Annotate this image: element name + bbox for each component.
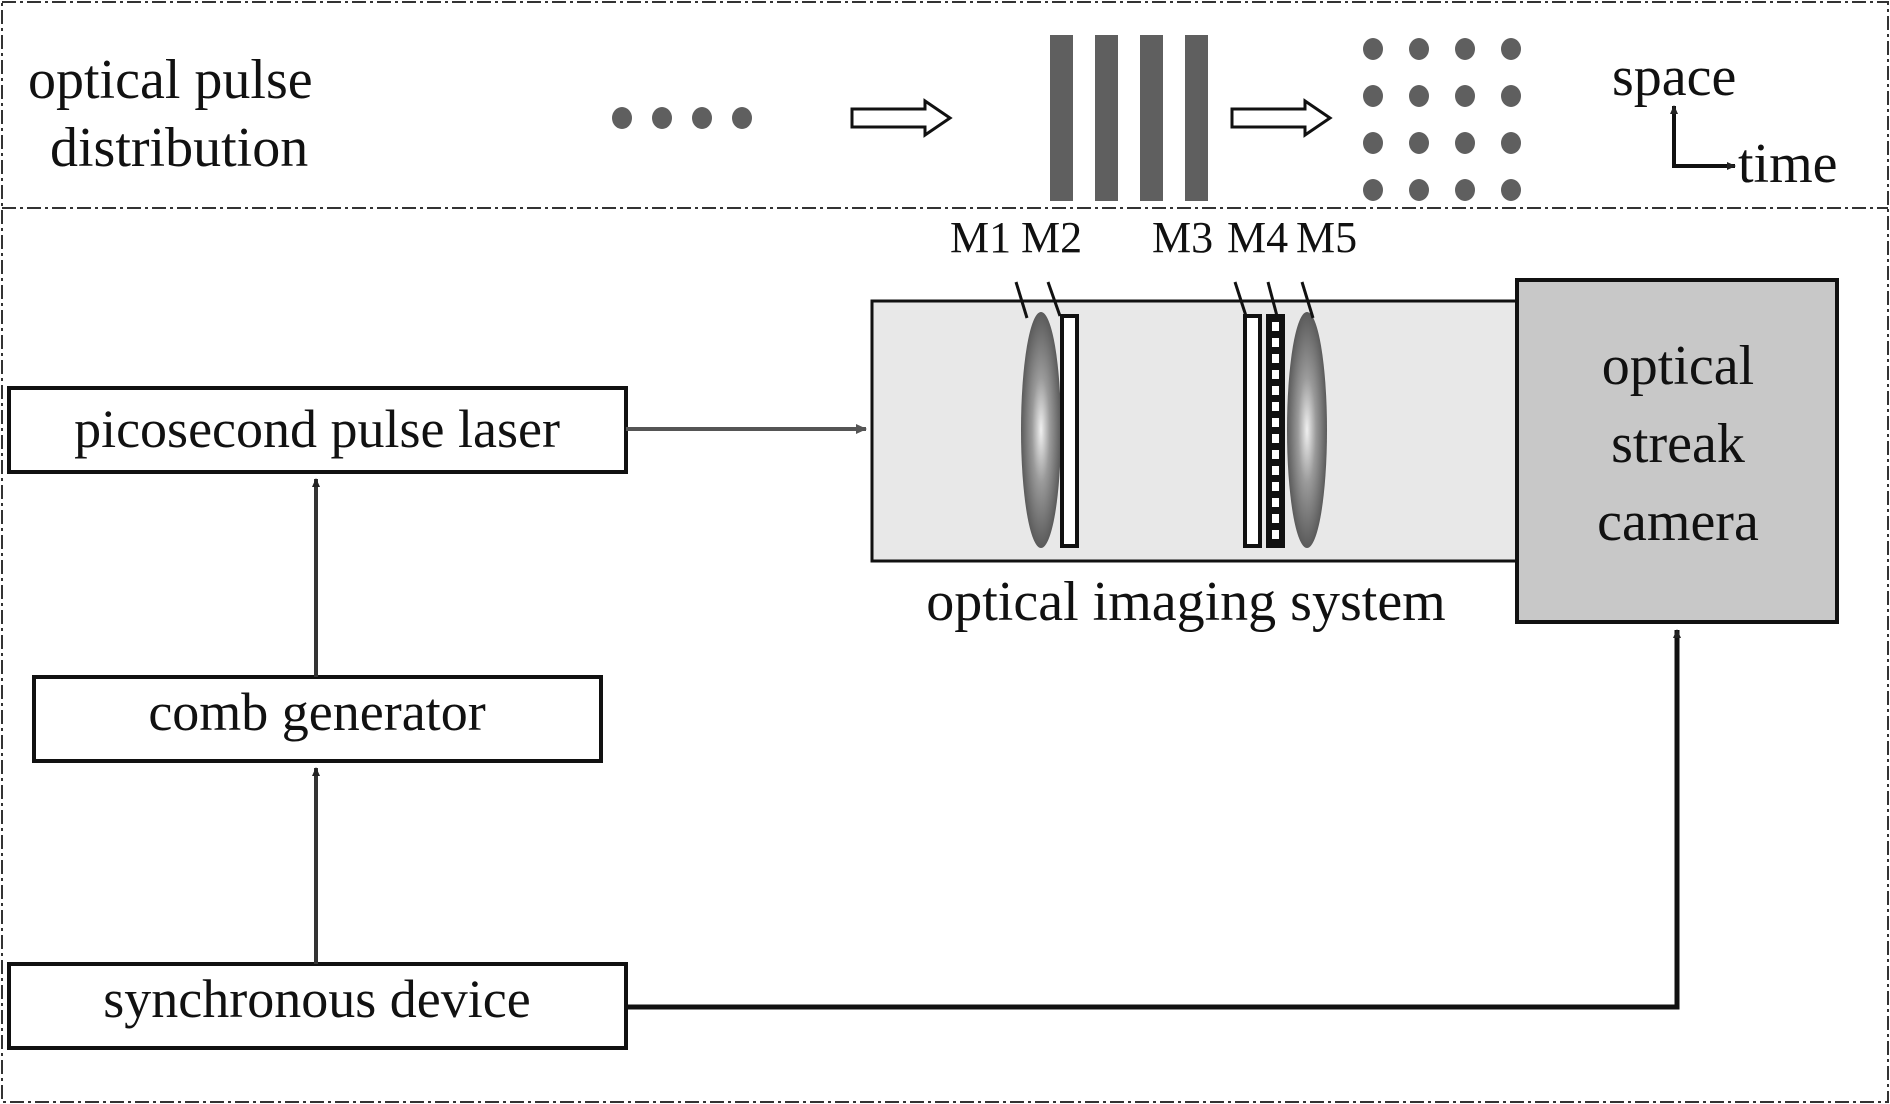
optical-imaging-system[interactable]: M1 M2 M3 M4 M5 optical imaging system — [870, 213, 1520, 633]
leader-m1 — [1014, 281, 1029, 319]
grid-dot — [1455, 85, 1475, 107]
leader-m4 — [1266, 281, 1279, 317]
grid-dot — [1409, 132, 1429, 154]
sync-to-camera-connector — [626, 629, 1681, 1010]
grid-dot — [1363, 132, 1383, 154]
grid-dot — [1501, 179, 1521, 201]
stripe-bar — [1050, 35, 1073, 201]
pulse-dot — [652, 107, 672, 129]
grid-dot — [1409, 85, 1429, 107]
grating-slot — [1272, 466, 1279, 475]
grid-dot — [1501, 132, 1521, 154]
camera-label-line3: camera — [1597, 491, 1759, 553]
camera-label-line2: streak — [1611, 413, 1745, 475]
comb-generator-label: comb generator — [148, 682, 485, 742]
pulse-distribution-band: optical pulse distribution space time — [28, 35, 1838, 201]
lens-m1 — [1021, 312, 1061, 548]
grating-slot — [1272, 322, 1279, 331]
plate-m2 — [1060, 314, 1079, 548]
dot-grid — [1363, 38, 1521, 201]
label-m1: M1 — [950, 213, 1011, 262]
grating-slot — [1272, 370, 1279, 379]
stripe-bar — [1185, 35, 1208, 201]
pulse-dot — [732, 107, 752, 129]
grating-slot — [1272, 530, 1279, 539]
grid-dot — [1501, 38, 1521, 60]
stripe-bar — [1095, 35, 1118, 201]
leader-m3 — [1233, 281, 1248, 317]
leader-m5 — [1300, 281, 1315, 319]
grating-slot — [1272, 418, 1279, 427]
grid-dot — [1363, 38, 1383, 60]
streak-camera-block[interactable]: optical streak camera — [1515, 278, 1839, 624]
grid-dot — [1455, 38, 1475, 60]
grid-dot — [1455, 179, 1475, 201]
grid-dot — [1363, 179, 1383, 201]
hollow-arrow-2 — [1230, 98, 1333, 138]
synchronous-device-block[interactable]: synchronous device — [7, 962, 628, 1050]
plate-m3 — [1243, 314, 1262, 548]
grating-slot — [1272, 514, 1279, 523]
stripe-pattern — [1050, 35, 1208, 201]
time-label: time — [1738, 133, 1838, 195]
grating-slot — [1272, 354, 1279, 363]
pulse-dot — [692, 107, 712, 129]
space-time-axes: space time — [1612, 46, 1838, 195]
band-title-line1: optical pulse — [28, 49, 313, 111]
grid-dot — [1409, 179, 1429, 201]
laser-block[interactable]: picosecond pulse laser — [7, 386, 628, 474]
grating-slot — [1272, 386, 1279, 395]
pulse-train — [612, 107, 752, 129]
grating-m4 — [1266, 314, 1285, 548]
grating-slot — [1272, 434, 1279, 443]
imaging-system-caption: optical imaging system — [926, 571, 1445, 633]
hollow-arrow-1 — [850, 98, 953, 138]
comb-generator-block[interactable]: comb generator — [32, 675, 603, 763]
band-title-line2: distribution — [50, 117, 308, 179]
laser-label: picosecond pulse laser — [74, 399, 560, 459]
grid-dot — [1501, 85, 1521, 107]
stripe-bar — [1140, 35, 1163, 201]
label-m2: M2 — [1021, 213, 1082, 262]
grid-dot — [1363, 85, 1383, 107]
grating-slot — [1272, 338, 1279, 347]
grating-slot — [1272, 482, 1279, 491]
camera-label-line1: optical — [1602, 335, 1754, 397]
synchronous-device-label: synchronous device — [103, 969, 530, 1029]
grating-slot — [1272, 498, 1279, 507]
pulse-dot — [612, 107, 632, 129]
label-m4: M4 — [1227, 213, 1288, 262]
lens-m5 — [1287, 312, 1327, 548]
grating-slot — [1272, 402, 1279, 411]
grating-slot — [1272, 450, 1279, 459]
label-m5: M5 — [1296, 213, 1357, 262]
grid-dot — [1455, 132, 1475, 154]
space-label: space — [1612, 46, 1736, 108]
label-m3: M3 — [1152, 213, 1213, 262]
leader-m2 — [1046, 281, 1062, 317]
grid-dot — [1409, 38, 1429, 60]
